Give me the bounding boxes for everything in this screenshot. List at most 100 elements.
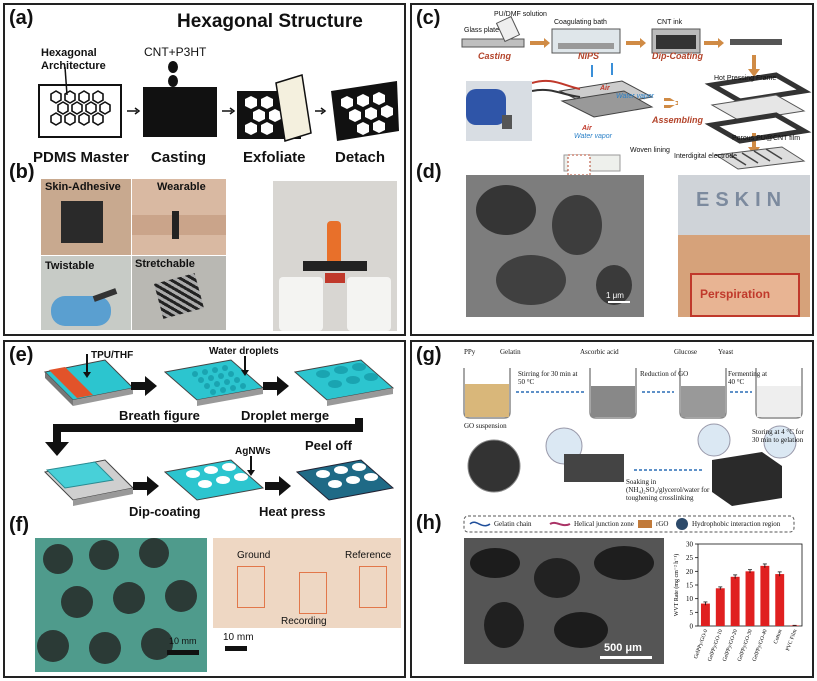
step-pdms-master: PDMS Master [33,149,129,166]
glass-plate-label: Glass plate [464,27,500,34]
panel-cd: (c) PU/DMF solution Glass plate Coagulat… [410,3,814,336]
frame-label: Hot Pressing Frame [714,75,777,82]
x-tick-label: Cotton [773,628,784,644]
photo-label-wearable: Wearable [157,181,206,193]
twistable-photo [41,256,131,330]
coagulating-bath-label: Coagulating bath [554,19,607,26]
vapor-label-bottom: Water vapor [574,133,612,140]
y-tick-label: 0 [690,623,694,631]
reagent-glucose: Glucose [674,348,697,356]
panel-a-tag: (a) [9,7,34,29]
go-suspension-label: GO suspension [464,422,507,430]
y-tick-label: 25 [686,554,694,562]
y-tick-label: 15 [686,582,694,590]
scale-bar-f2 [225,646,247,651]
film-label: Porous PU@CNT film [732,135,801,142]
step-dip-coating-c: Dip-Coating [652,51,703,61]
air-label-top: Air [600,85,610,92]
step-reduction: Reduction of GO [640,370,689,378]
sem-scale-d: 1 μm [606,291,624,300]
skin-adhesive-photo [41,179,131,255]
pu-dmf-label: PU/DMF solution [494,11,547,18]
y-axis-label: WVT Rate (mg cm⁻² h⁻¹) [673,554,680,616]
y-tick-label: 30 [686,541,694,549]
bar [760,565,770,626]
scale-label-f1: 10 mm [169,636,197,646]
reagent-ascorbic-acid: Ascorbic acid [580,348,619,356]
dip-coating-label: Dip-coating [129,504,201,519]
step-exfoliate: Exfoliate [243,149,306,166]
step-nips: NIPS [578,51,600,61]
ground-label: Ground [237,550,271,561]
breath-figure-label: Breath figure [119,408,200,423]
glove-photo [466,81,532,141]
perspiration-label: Perspiration [700,287,771,301]
sem-image-d: 1 μm [466,175,644,317]
sem-image-h: 500 μm [464,538,664,664]
legend-hydrophobic: Hydrophobic interaction region [692,520,781,528]
panel-f-tag: (f) [9,514,29,536]
y-tick-label: 5 [690,609,694,617]
micrograph-f: 10 mm [35,538,207,672]
skin-photo-d: ESKIN Perspiration [678,175,810,317]
step-detach: Detach [335,149,386,166]
x-tick-label: GelPPy/GO-30 [737,628,754,662]
air-label-bottom: Air [582,125,592,132]
droplet-merge-label: Droplet merge [241,408,330,423]
legend-rgo: rGO [656,520,669,528]
x-tick-label: PVC Film [785,628,799,652]
x-tick-label: GelPPy/GO-20 [722,628,739,662]
panel-ab: (a) Hexagonal Structure Hexagonal Archit… [3,3,406,336]
bar [775,574,785,626]
lining-label: Woven lining [630,147,670,154]
ink-label: CNT+P3HT [144,45,207,59]
forearm-photo [213,538,401,658]
panel-a-schematic [38,61,399,142]
x-tick-label: GelPPy/GO-10 [707,628,724,662]
panel-e-tag: (e) [9,344,34,366]
legend-gelatin-chain: Gelatin chain [494,520,532,528]
bar [730,576,740,626]
step-soaking: Soaking in (NH₄)₂SO₄/glycerol/water for … [626,478,710,502]
panel-g-schematic [463,368,803,533]
panel-b-tag: (b) [9,161,35,183]
x-tick-label: GelPPy/GO-40 [752,628,769,662]
cnt-ink-label: CNT ink [657,19,683,26]
reagent-ppy: PPy [464,348,476,356]
scale-label-f2: 10 mm [223,632,254,643]
x-tick-label: GelPPy/GO-0 [693,628,709,659]
panel-gh: (g) PPy Gelatin Ascorbic acid Glucose Ye… [410,340,814,678]
legend-helical-junction: Helical junction zone [574,520,634,528]
water-droplets-label: Water droplets [209,346,279,357]
photo-label-twistable: Twistable [45,260,95,272]
panel-ef: (e) [3,340,406,678]
peel-off-label: Peel off [305,438,352,453]
bar [790,625,800,626]
bar [715,588,725,626]
step-fermenting: Fermenting at 40 °C [728,370,768,386]
step-casting: Casting [151,149,207,166]
bar [700,603,710,626]
step-storing: Storing at 4 °C for 30 min to gelation [752,428,804,444]
y-tick-label: 20 [686,568,694,576]
sem-scale-h: 500 μm [604,642,642,654]
heat-press-label: Heat press [259,504,326,519]
reagent-gelatin: Gelatin [500,348,521,356]
assembling-label: Assembling [652,115,704,125]
recording-label: Recording [281,616,327,627]
photo-label-stretchable: Stretchable [135,258,195,270]
panel-a-title: Hexagonal Structure [177,11,363,32]
panel-e-schematic [43,354,395,506]
tpu-thf-label: TPU/THF [91,350,134,361]
panel-h-tag: (h) [416,512,442,534]
panel-c-tag: (c) [416,7,441,29]
architecture-label: Hexagonal Architecture [41,47,106,72]
panel-g-tag: (g) [416,344,442,366]
y-tick-label: 10 [686,595,694,603]
agnws-label: AgNWs [235,446,271,457]
vapor-label-top: Water vapor [616,93,654,100]
step-stirring: Stirring for 30 min at 50 °C [518,370,578,386]
bar [745,571,755,626]
panel-d-tag: (d) [416,161,442,183]
